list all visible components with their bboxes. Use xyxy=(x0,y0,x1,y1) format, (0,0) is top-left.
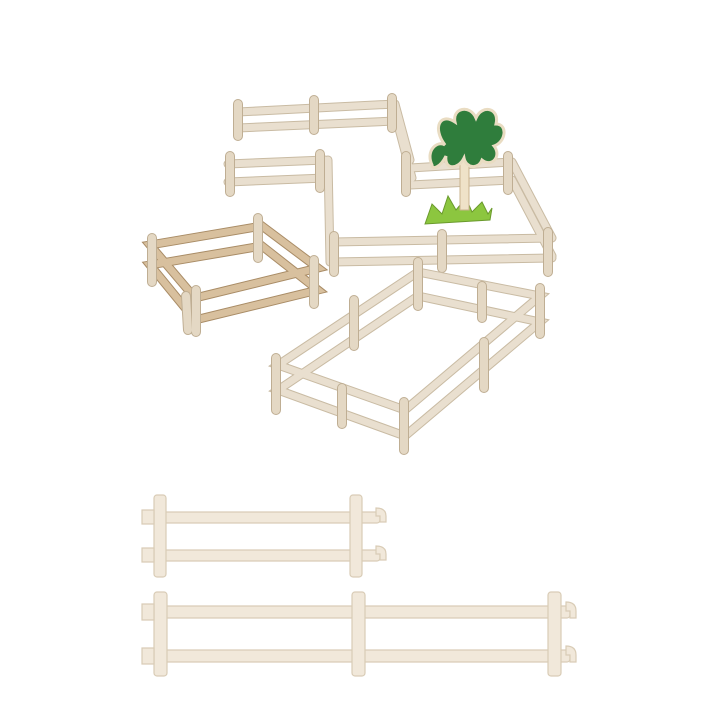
grass-base xyxy=(424,194,493,225)
tree-figure xyxy=(424,107,506,225)
tree-crown xyxy=(428,107,506,170)
fence-pen-small-tan xyxy=(141,213,329,337)
fence-assembly-upper xyxy=(223,93,557,277)
fence-pen-large xyxy=(268,257,551,455)
fence-piece-short xyxy=(141,494,387,578)
fence-piece-long xyxy=(141,591,577,677)
